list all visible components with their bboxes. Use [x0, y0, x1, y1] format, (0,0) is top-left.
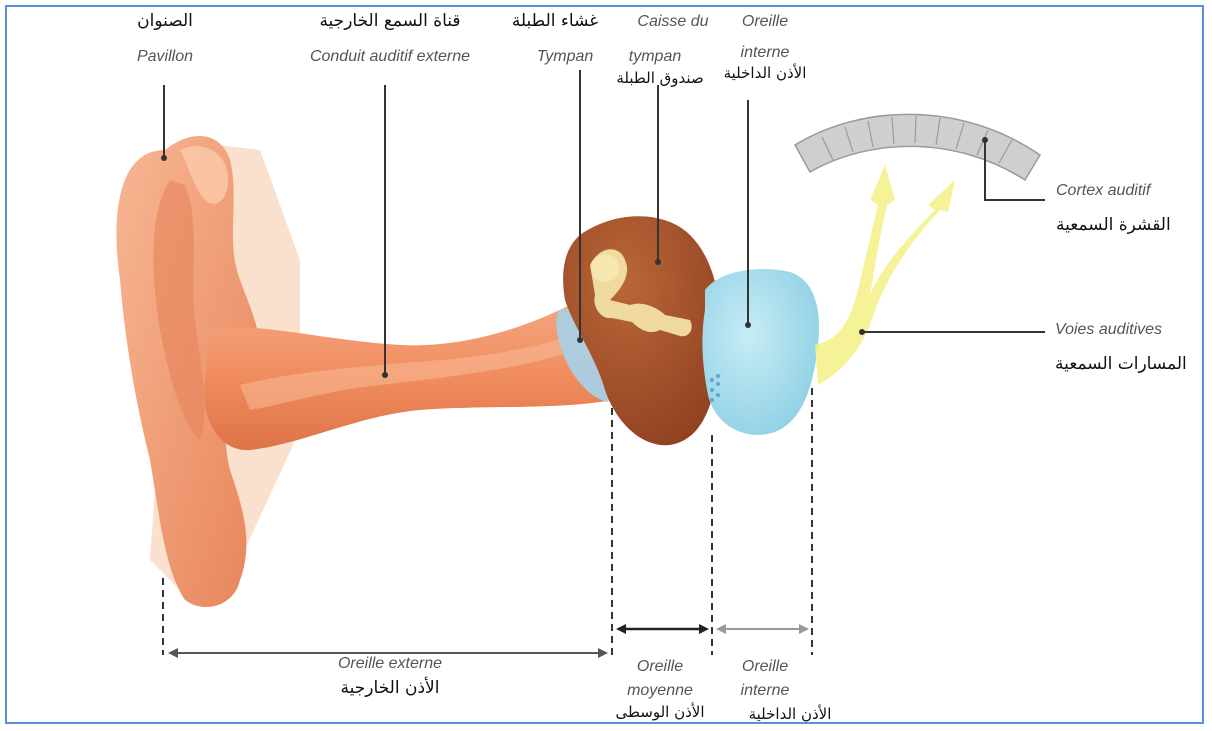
inner-ear	[702, 269, 819, 435]
label-canal-fr: Conduit auditif externe	[270, 48, 510, 66]
region-externe-ar: الأذن الخارجية	[300, 679, 480, 698]
label-canal-ar: قناة السمع الخارجية	[285, 12, 495, 31]
region-externe-fr: Oreille externe	[300, 655, 480, 673]
region-interne-fr1: Oreille	[720, 658, 810, 676]
label-tympan-fr: Tympan	[520, 48, 610, 66]
region-moyenne-ar: الأذن الوسطى	[600, 704, 720, 721]
label-tympan-ar: غشاء الطبلة	[505, 12, 605, 31]
label-inner-top-ar: الأذن الداخلية	[705, 65, 825, 82]
label-cortex-fr: Cortex auditif	[1056, 182, 1150, 200]
label-inner-top-fr1: Oreille	[720, 13, 810, 31]
region-interne-ar: الأذن الداخلية	[730, 706, 850, 723]
region-moyenne-fr2: moyenne	[615, 682, 705, 700]
label-voies-ar: المسارات السمعية	[1055, 355, 1205, 374]
label-caisse-fr1: Caisse du	[618, 13, 728, 31]
label-cortex-ar: القشرة السمعية	[1056, 216, 1186, 235]
middle-ear-cavity	[563, 216, 721, 445]
label-pavilion-ar: الصنوان	[110, 12, 220, 31]
region-moyenne-fr1: Oreille	[615, 658, 705, 676]
auditory-cortex	[795, 114, 1040, 180]
label-inner-top-fr2: interne	[720, 44, 810, 62]
label-caisse-ar: صندوق الطبلة	[605, 70, 715, 87]
region-interne-fr2: interne	[720, 682, 810, 700]
auditory-pathway	[815, 165, 955, 385]
label-pavilion-fr: Pavillon	[110, 48, 220, 66]
label-caisse-fr2: tympan	[610, 48, 700, 66]
label-voies-fr: Voies auditives	[1055, 321, 1162, 339]
